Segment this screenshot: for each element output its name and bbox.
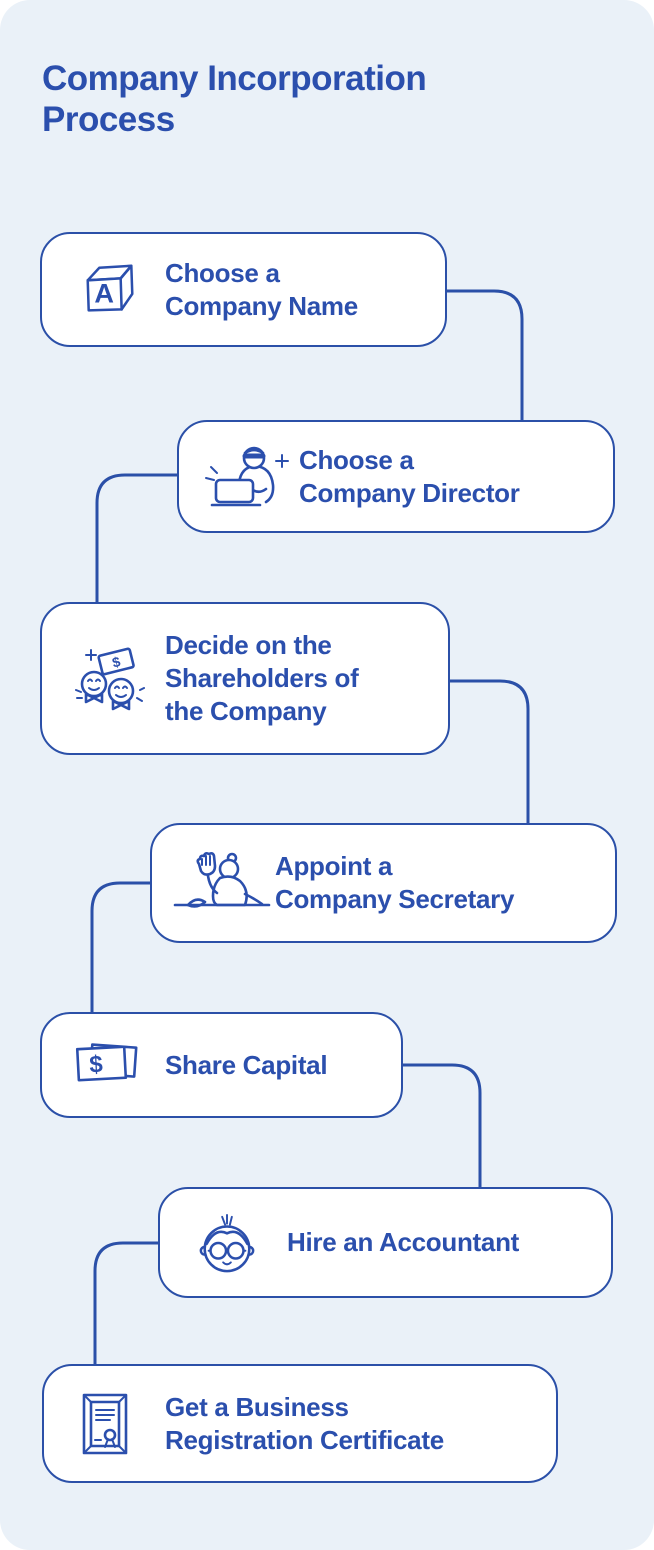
page-title: Company Incorporation Process xyxy=(42,59,427,139)
svg-text:A: A xyxy=(94,277,114,308)
shareholders-icon: $ xyxy=(74,646,152,712)
step-card-accountant: Hire an Accountant xyxy=(158,1187,613,1298)
connector-step2-step3 xyxy=(95,473,177,603)
step-card-shareholders: $ Decide on the Shareholders of the Comp… xyxy=(40,602,450,755)
step-card-share-capital: $ Share Capital xyxy=(40,1012,403,1118)
step-label: Appoint a Company Secretary xyxy=(275,851,515,914)
step-card-company-director: Choose a Company Director xyxy=(177,420,615,533)
person-laptop-icon xyxy=(203,445,291,509)
step-label: Decide on the Shareholders of the Compan… xyxy=(165,630,359,726)
svg-text:$: $ xyxy=(89,1051,104,1079)
step-card-registration-certificate: Get a Business Registration Certificate xyxy=(42,1364,558,1483)
step-card-company-secretary: Appoint a Company Secretary xyxy=(150,823,617,943)
certificate-icon xyxy=(82,1393,128,1455)
step-label: Hire an Accountant xyxy=(287,1227,520,1257)
step-card-company-name: A Choose a Company Name xyxy=(40,232,447,347)
connector-step1-step2 xyxy=(447,289,524,421)
connector-step5-step6 xyxy=(403,1063,482,1188)
step-label: Share Capital xyxy=(165,1049,328,1080)
banknotes-icon: $ xyxy=(72,1036,142,1094)
step-label: Choose a Company Name xyxy=(165,257,358,321)
waving-person-icon xyxy=(172,852,272,914)
step-label: Get a Business Registration Certificate xyxy=(165,1391,444,1455)
letter-block-icon: A xyxy=(78,259,142,321)
connector-step6-step7 xyxy=(93,1241,158,1365)
connector-step3-step4 xyxy=(450,679,530,824)
step-label: Choose a Company Director xyxy=(299,444,520,508)
svg-text:$: $ xyxy=(111,653,123,670)
accountant-face-icon xyxy=(196,1212,258,1274)
connector-step4-step5 xyxy=(90,881,150,1013)
